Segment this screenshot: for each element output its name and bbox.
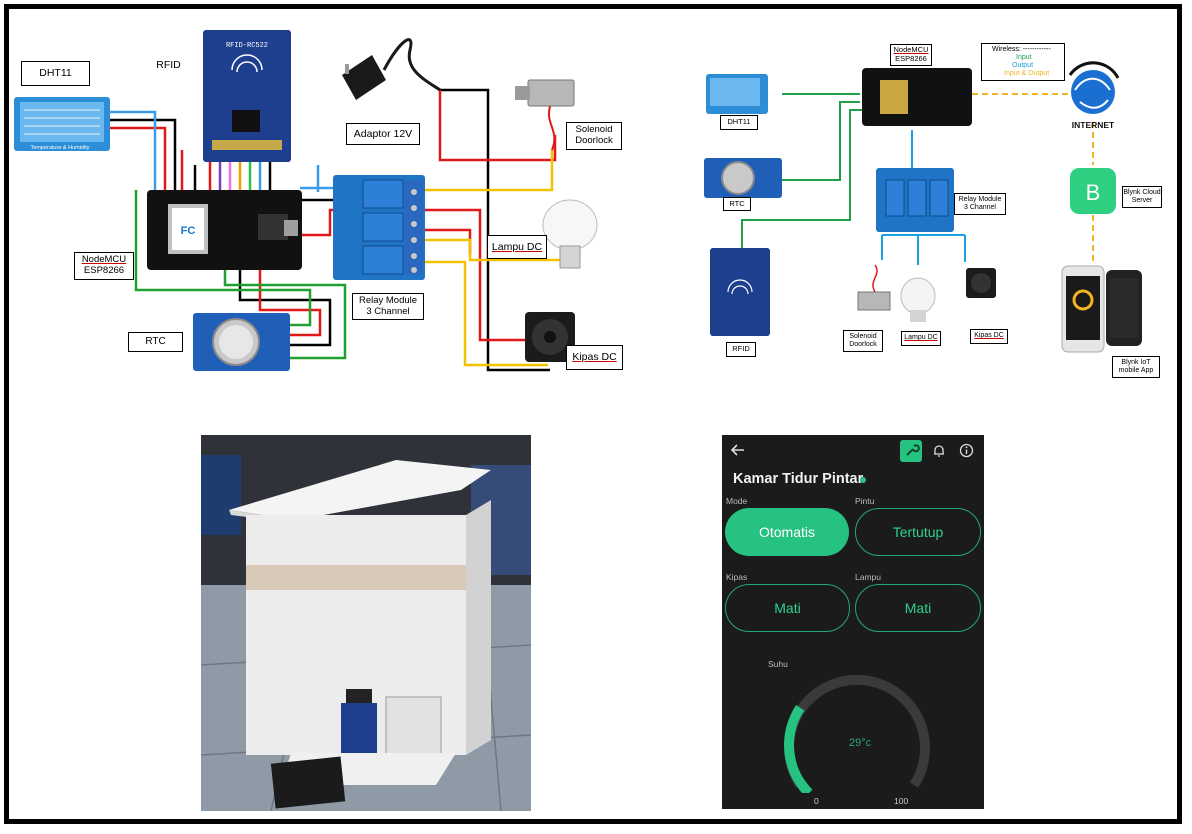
block-rfid-module	[710, 248, 770, 336]
label-dht11: DHT11	[21, 61, 90, 86]
label-adaptor: Adaptor 12V	[346, 123, 420, 145]
device-title: Kamar Tidur Pintar	[733, 471, 864, 487]
wrench-button[interactable]	[900, 440, 922, 462]
online-status-dot	[860, 477, 866, 483]
blynk-logo: B	[1086, 180, 1101, 205]
suhu-gauge	[784, 675, 930, 793]
label-lampu: Lampu DC	[487, 235, 547, 259]
lampu-label: Lampu	[855, 572, 881, 582]
dht11-module: Temperature & Humidity	[14, 97, 110, 151]
kipas-label: Kipas	[726, 572, 748, 582]
block-solenoid	[857, 291, 891, 311]
block-label-kipas: Kipas DC	[970, 329, 1008, 344]
svg-text:FC: FC	[181, 225, 196, 237]
label-rtc: RTC	[128, 332, 183, 352]
wireless-io: Input & Output	[1004, 70, 1050, 78]
relay-module	[333, 175, 425, 280]
lampu-button[interactable]: Mati	[855, 584, 981, 632]
bell-icon[interactable]	[932, 444, 946, 458]
prototype-photo	[201, 435, 531, 811]
pintu-button[interactable]: Tertutup	[855, 508, 981, 556]
block-label-rtc: RTC	[723, 197, 751, 211]
suhu-label: Suhu	[768, 659, 788, 669]
mode-button[interactable]: Otomatis	[725, 508, 849, 556]
block-lamp	[900, 277, 936, 315]
back-arrow-icon[interactable]	[730, 443, 746, 457]
adaptor-12v	[342, 38, 441, 100]
fan-dc	[525, 312, 575, 362]
gauge-fill	[784, 704, 813, 793]
blynk-phones	[1061, 265, 1142, 353]
solenoid-doorlock	[515, 79, 575, 151]
lamp-dc	[542, 199, 598, 269]
gauge-track	[784, 675, 930, 788]
block-diagram: INTERNET B	[704, 61, 1142, 353]
wrench-icon	[906, 444, 920, 456]
block-label-lampu: Lampu DC	[901, 331, 941, 346]
rfid-board-caption: RFID-RC522	[226, 42, 268, 50]
internet-label: INTERNET	[1072, 120, 1115, 130]
block-label-rfid: RFID	[726, 342, 756, 357]
gauge-value: 29°c	[849, 737, 872, 749]
block-nodemcu-board	[862, 68, 972, 126]
wireless-input: Input	[1016, 53, 1032, 61]
rfid-module: RFID-RC522	[203, 30, 291, 162]
kipas-button[interactable]: Mati	[725, 584, 850, 632]
wireless-title: Wireless: ------------	[992, 45, 1051, 53]
mode-label: Mode	[726, 496, 748, 506]
wireless-legend: Wireless: ------------ Input Output Inpu…	[981, 43, 1065, 81]
gauge-min: 0	[814, 796, 819, 806]
dht-board-caption: Temperature & Humidity	[31, 145, 90, 151]
pintu-label: Pintu	[855, 496, 875, 506]
rtc-module	[193, 313, 290, 371]
internet-globe-icon	[1068, 61, 1120, 114]
info-icon[interactable]	[959, 443, 974, 458]
block-label-dht11: DHT11	[720, 115, 758, 130]
wiring-diagram: Temperature & Humidity RFID-RC522 FC	[14, 30, 598, 372]
label-rfid: RFID	[146, 52, 191, 79]
blynk-app-screen: Kamar Tidur Pintar Mode Pintu Otomatis T…	[722, 435, 984, 809]
label-kipas: Kipas DC	[566, 345, 623, 370]
gauge-max: 100	[894, 796, 909, 806]
blynk-server-icon	[1070, 168, 1116, 214]
wireless-output: Output	[1012, 62, 1034, 69]
nodemcu-board: FC	[147, 190, 302, 270]
